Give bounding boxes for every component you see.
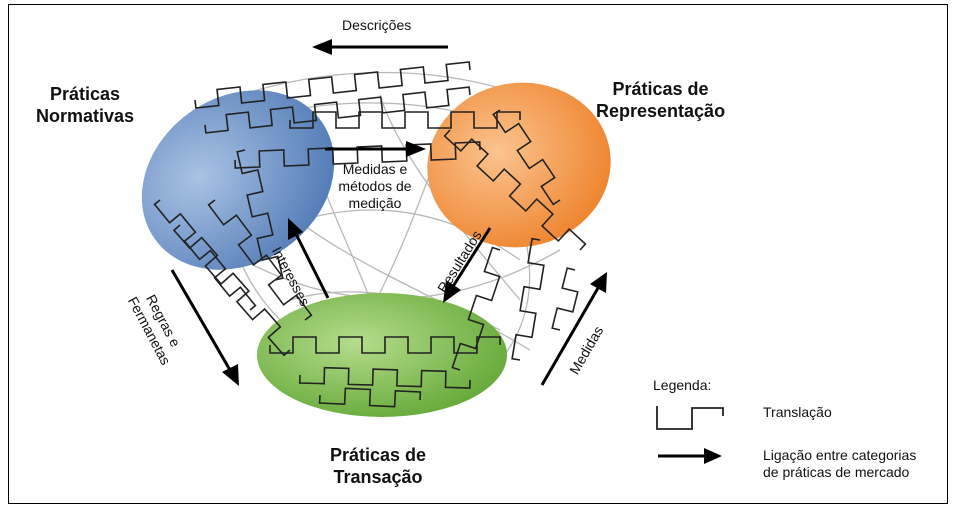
link-arrows (170, 39, 607, 386)
diagram-frame (8, 4, 948, 504)
translation-strand-rep-2 (492, 109, 561, 206)
representacao-title-line1: Práticas de (612, 79, 709, 99)
translation-strand-bottom-3 (318, 387, 422, 408)
legend-symbols (656, 406, 724, 464)
translation-strand-top-4 (234, 141, 481, 169)
arrow-resultados (443, 227, 492, 303)
translation-strand-left-1 (172, 224, 291, 357)
legend-translation-icon (656, 406, 724, 430)
legend-ligacao-line2: de práticas de mercado (763, 464, 910, 480)
arrow-interesses (288, 218, 330, 299)
translation-strand-right-1 (511, 237, 545, 361)
legend-arrow-icon (658, 448, 722, 464)
arrow-medidas-metodos (325, 141, 426, 157)
translation-strand-bottom-1 (269, 336, 501, 354)
translation-strand-top-1 (194, 61, 471, 109)
transacao-title: Práticas de Transação (330, 444, 426, 488)
medidas-metodos-label: Medidas e métodos de medição (320, 161, 430, 212)
representacao-title-line2: Representação (596, 101, 726, 121)
translation-strand-bottom-2 (298, 366, 471, 389)
transacao-title-line2: Transação (333, 467, 423, 487)
representacao-title: Práticas de Representação (596, 78, 725, 122)
legend-title: Legenda: (653, 377, 712, 393)
translation-strands (153, 61, 587, 408)
normativas-title: Práticas Normativas (36, 83, 134, 127)
translation-strand-right-3 (551, 267, 579, 331)
transacao-ellipse (257, 293, 507, 417)
translation-strand-left-2 (207, 199, 313, 321)
translation-strand-top-3 (289, 111, 521, 129)
arrow-descricoes (312, 39, 448, 55)
legend-ligacao-text: Ligação entre categorias de práticas de … (763, 447, 916, 481)
translation-strand-left-3 (236, 149, 284, 281)
legend-ligacao-line1: Ligação entre categorias (763, 447, 917, 463)
transacao-title-line1: Práticas de (330, 445, 427, 465)
normativas-title-line2: Normativas (36, 106, 135, 126)
translation-strand-rep-1 (443, 129, 587, 251)
medidas-metodos-line3: medição (348, 195, 402, 211)
normativas-title-line1: Práticas (49, 84, 121, 104)
translation-strand-right-2 (451, 246, 501, 371)
medidas-metodos-line1: Medidas e (342, 161, 408, 177)
translation-strand-top-2 (204, 86, 471, 134)
arrow-medidas (540, 272, 607, 386)
arrow-regras (170, 269, 239, 386)
medidas-metodos-line2: métodos de (338, 178, 412, 194)
descricoes-label: Descrições (342, 17, 412, 33)
translation-strand-left-4 (153, 199, 257, 311)
legend-translacao-text: Translação (763, 404, 832, 420)
representacao-ellipse (427, 82, 611, 248)
